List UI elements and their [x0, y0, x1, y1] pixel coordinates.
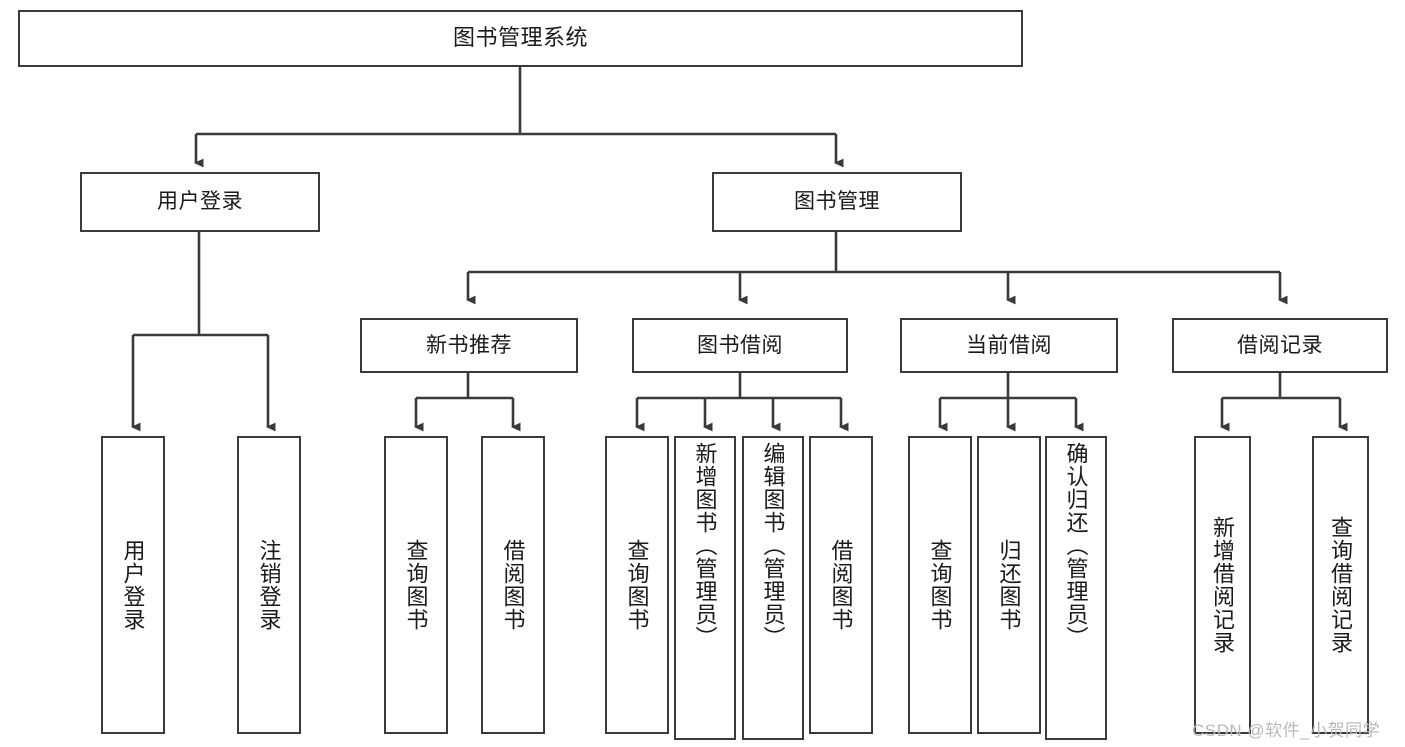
node-label: 借阅图书 [828, 539, 854, 631]
leaf-user-login-logout[interactable]: 注销登录 [237, 436, 301, 734]
node-label: 借阅图书 [500, 539, 526, 631]
node-label: 新增图书（管理员） [692, 442, 718, 649]
node-label: 归还图书 [996, 539, 1022, 631]
leaf-current-query-book[interactable]: 查询图书 [908, 436, 972, 734]
node-label: 图书借阅 [697, 333, 783, 357]
node-label: 图书管理系统 [452, 25, 588, 51]
node-label: 当前借阅 [966, 333, 1052, 357]
node-label: 用户登录 [120, 539, 146, 631]
leaf-recommend-query-book[interactable]: 查询图书 [384, 436, 448, 734]
node-label: 新书推荐 [426, 333, 512, 357]
node-label: 编辑图书（管理员） [760, 442, 786, 649]
leaf-current-return-book[interactable]: 归还图书 [977, 436, 1041, 734]
node-label: 借阅记录 [1237, 333, 1323, 357]
node-label: 用户登录 [157, 190, 243, 214]
node-user-login[interactable]: 用户登录 [80, 172, 320, 232]
leaf-record-query-record[interactable]: 查询借阅记录 [1312, 436, 1369, 734]
node-label: 查询图书 [624, 539, 650, 631]
node-label: 图书管理 [794, 190, 880, 214]
leaf-borrow-add-book-admin[interactable]: 新增图书（管理员） [674, 436, 736, 740]
node-book-management[interactable]: 图书管理 [712, 172, 962, 232]
leaf-borrow-query-book[interactable]: 查询图书 [605, 436, 669, 734]
node-label: 注销登录 [256, 539, 282, 631]
node-current-borrow[interactable]: 当前借阅 [900, 318, 1118, 373]
node-new-book-recommend[interactable]: 新书推荐 [360, 318, 578, 373]
leaf-user-login-login[interactable]: 用户登录 [101, 436, 165, 734]
leaf-record-add-record[interactable]: 新增借阅记录 [1194, 436, 1251, 734]
node-label: 查询图书 [403, 539, 429, 631]
leaf-recommend-borrow-book[interactable]: 借阅图书 [481, 436, 545, 734]
leaf-borrow-borrow-book[interactable]: 借阅图书 [809, 436, 873, 734]
leaf-borrow-edit-book-admin[interactable]: 编辑图书（管理员） [742, 436, 804, 740]
node-label: 查询图书 [927, 539, 953, 631]
node-book-borrow[interactable]: 图书借阅 [632, 318, 848, 373]
node-borrow-record[interactable]: 借阅记录 [1172, 318, 1388, 373]
node-label: 新增借阅记录 [1210, 516, 1236, 654]
node-label: 确认归还（管理员） [1063, 442, 1089, 649]
csdn-watermark: CSDN @软件_小贺同学 [1192, 721, 1381, 740]
leaf-current-confirm-return-admin[interactable]: 确认归还（管理员） [1045, 436, 1107, 740]
node-root-system[interactable]: 图书管理系统 [18, 10, 1023, 67]
node-label: 查询借阅记录 [1328, 516, 1354, 654]
